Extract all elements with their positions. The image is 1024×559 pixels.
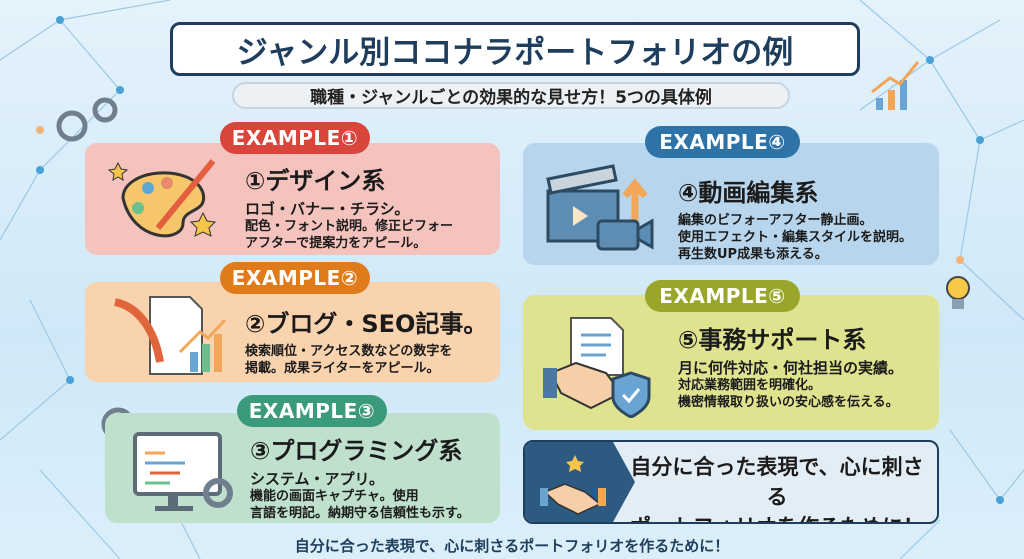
example-card-video-editing: ④動画編集系 編集のビフォーアフター静止画。 使用エフェクト・編集スタイルを説明… [523,143,939,265]
handshake-shield-icon [543,317,651,418]
example-heading: ③プログラミング系 [250,437,463,465]
example-line: 言語を明記。納期守る信頼性も示す。 [250,506,470,521]
example-heading: ②ブログ・SEO記事。 [245,310,488,338]
handshake-stars-icon [540,455,606,515]
monitor-code-icon [133,432,233,511]
summary-line: ポートフォリオを作るために！ [625,512,929,522]
summary-line: 自分に合った表現で、心に刺さる [630,455,924,509]
example-line: 対応業務範囲を明確化。 [678,378,822,393]
example-badge: EXAMPLE③ [237,395,387,427]
example-line: システム・アプリ。 [250,470,384,488]
example-line: 使用エフェクト・編集スタイルを説明。 [678,230,913,245]
example-line: 月に何件対応・何社担当の実績。 [678,359,904,377]
growth-chart-icon [871,61,920,110]
example-badge: EXAMPLE④ [645,126,800,158]
footer-message: 自分に合った表現で、心に刺さるポートフォリオを作るために！ [294,537,730,555]
summary-box: 自分に合った表現で、心に刺さる ポートフォリオを作るために！ [523,440,939,524]
page-subtitle: 職種・ジャンルごとの効果的な見せ方！5つの具体例 [232,82,790,109]
example-heading: ④動画編集系 [678,179,819,207]
example-line: アフターで提案力をアピール。 [245,236,427,251]
example-heading: ⑤事務サポート系 [678,326,867,354]
example-heading: ①デザイン系 [245,167,386,195]
clapperboard-icon [546,164,654,251]
palette-icon [107,159,217,238]
example-card-programming: ③プログラミング系 システム・アプリ。 機能の画面キャプチャ。使用 言語を明記。… [105,413,500,523]
example-line: 掲載。成果ライターをアピール。 [245,361,440,376]
example-line: 再生数UP成果も添える。 [678,247,828,262]
example-line: ロゴ・バナー・チラシ。 [245,200,410,218]
example-card-office-support: ⑤事務サポート系 月に何件対応・何社担当の実績。 対応業務範囲を明確化。 機密情… [523,295,939,430]
example-card-design: ①デザイン系 ロゴ・バナー・チラシ。 配色・フォント説明。修正ビフォー アフター… [85,143,500,255]
example-line: 機能の画面キャプチャ。使用 [250,489,419,504]
example-line: 機密情報取り扱いの安心感を伝える。 [678,395,899,410]
example-badge: EXAMPLE① [220,122,370,154]
example-badge: EXAMPLE② [220,262,370,294]
quill-chart-icon [113,296,227,375]
example-line: 検索順位・アクセス数などの数字を [245,344,453,359]
page-title: ジャンル別ココナラポートフォリオの例 [170,22,860,76]
example-line: 配色・フォント説明。修正ビフォー [245,219,454,234]
lightbulb-icon [946,276,970,309]
example-line: 編集のビフォーアフター静止画。 [678,213,873,228]
example-badge: EXAMPLE⑤ [645,280,800,312]
example-card-blog-seo: ②ブログ・SEO記事。 検索順位・アクセス数などの数字を 掲載。成果ライターをア… [85,282,500,382]
